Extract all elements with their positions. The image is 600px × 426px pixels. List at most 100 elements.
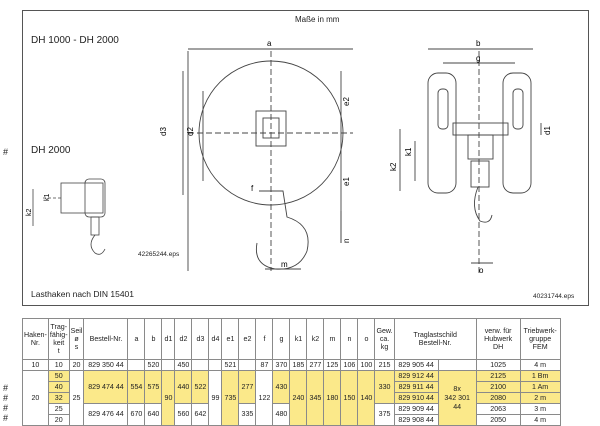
cell: 330 — [374, 370, 395, 404]
table-row: 20 50 25 829 474 44 554 575 90 440 522 9… — [22, 370, 561, 426]
cell: 520 — [144, 359, 163, 371]
header-cell: Haken-Nr. — [22, 318, 49, 360]
cell: 20 — [22, 370, 49, 426]
dim-label-b: b — [476, 39, 481, 48]
cell: 829 905 44 — [393, 359, 439, 371]
cell: 370 — [272, 359, 291, 371]
cell: 521 — [221, 359, 240, 371]
cell: 4 m — [519, 414, 561, 426]
cell: 40 — [47, 381, 70, 393]
cell: 1025 — [475, 359, 521, 371]
header-cell: f — [255, 318, 274, 360]
cell — [127, 359, 146, 371]
cell: 430 — [272, 370, 291, 404]
header-cell: e2 — [238, 318, 257, 360]
file-label-right: 40231744.eps — [533, 293, 575, 300]
cell: 87 — [255, 359, 274, 371]
dim-label-a: a — [267, 39, 272, 48]
cell: 670 — [127, 403, 146, 426]
dim-label-k1: k1 — [404, 147, 413, 156]
dim-label-k2: k2 — [389, 162, 398, 171]
cell: 335 — [238, 403, 257, 426]
units-title: Maße in mm — [295, 15, 340, 24]
header-cell: d4 — [208, 318, 223, 360]
side-view-drum — [182, 48, 353, 271]
cell: 829 910 44 — [393, 392, 439, 404]
cell: 575 — [144, 370, 163, 404]
dim-label-g: g — [476, 54, 480, 63]
dim-label-e1: e1 — [342, 177, 351, 186]
table-row: 25 829 476 44 670 640 560 642 335 480 37… — [23, 403, 561, 426]
cell: 4 m — [519, 359, 561, 371]
margin-mark: # — [3, 413, 9, 423]
cell: 375 — [374, 403, 395, 426]
technical-drawing: a b g d3 d2 e2 e1 n f m d1 k1 k2 o k1 k2 — [26, 39, 552, 275]
cell: 829 908 44 — [393, 414, 439, 426]
cell: 185 — [289, 359, 308, 371]
cell: 3 m — [519, 403, 561, 415]
cell: 560 — [174, 403, 193, 426]
cell: 2 m — [519, 392, 561, 404]
cell: 100 — [357, 359, 376, 371]
cell: 1 Am — [519, 381, 561, 393]
header-cell: Gew.ca.kg — [374, 318, 395, 360]
cell: 25 — [68, 370, 85, 426]
cell: 554 — [127, 370, 146, 404]
cell: 90 — [161, 370, 176, 426]
small-dim-label-k1: k1 — [44, 194, 51, 202]
header-cell: b — [144, 318, 163, 360]
cell: 215 — [374, 359, 395, 371]
cell: 106 — [340, 359, 359, 371]
dim-label-d3: d3 — [159, 127, 168, 136]
file-label-left: 42265244.eps — [138, 251, 180, 258]
cell: 480 — [272, 403, 291, 426]
header-cell: a — [127, 318, 146, 360]
cell: 2050 — [475, 414, 521, 426]
cell: 99 — [208, 370, 223, 426]
cell: 125 — [323, 359, 342, 371]
small-hook-detail — [32, 178, 106, 255]
hook-norm-label: Lasthaken nach DIN 15401 — [31, 289, 135, 299]
cell: 20 — [68, 359, 85, 371]
small-dim-label-k2: k2 — [26, 209, 33, 217]
cell: 2063 — [475, 403, 521, 415]
cell: 829 350 44 — [83, 359, 129, 371]
cell: 1 Bm — [519, 370, 561, 382]
cell: 522 — [191, 370, 210, 404]
header-cell: k1 — [289, 318, 308, 360]
cell: 640 — [144, 403, 163, 426]
cell: 240 — [289, 370, 308, 426]
cell — [437, 359, 477, 371]
cell: 829 911 44 — [393, 381, 439, 393]
drawing-frame: a b g d3 d2 e2 e1 n f m d1 k1 k2 o k1 k2… — [22, 10, 589, 306]
dim-label-n: n — [342, 239, 351, 243]
cell — [191, 359, 210, 371]
cell: 2080 — [475, 392, 521, 404]
cell: 32 — [47, 392, 70, 404]
cell: 829 476 44 — [83, 403, 129, 426]
cell: 450 — [174, 359, 193, 371]
cell: 122 — [255, 370, 274, 426]
cell: 150 — [340, 370, 359, 426]
header-cell: o — [357, 318, 376, 360]
header-cell: Bestell-Nr. — [83, 318, 129, 360]
cell — [161, 359, 176, 371]
cell: 25 — [47, 403, 70, 415]
cell: 180 — [323, 370, 342, 426]
header-cell: g — [272, 318, 291, 360]
dim-label-o: o — [479, 266, 484, 275]
cell: 10 — [22, 359, 49, 371]
header-cell: d3 — [191, 318, 210, 360]
cell: 829 912 44 — [393, 370, 439, 382]
cell — [238, 359, 257, 371]
cell: 829 474 44 — [83, 370, 129, 404]
cell: 50 — [47, 370, 70, 382]
cell: 642 — [191, 403, 210, 426]
cell: 20 — [47, 414, 70, 426]
